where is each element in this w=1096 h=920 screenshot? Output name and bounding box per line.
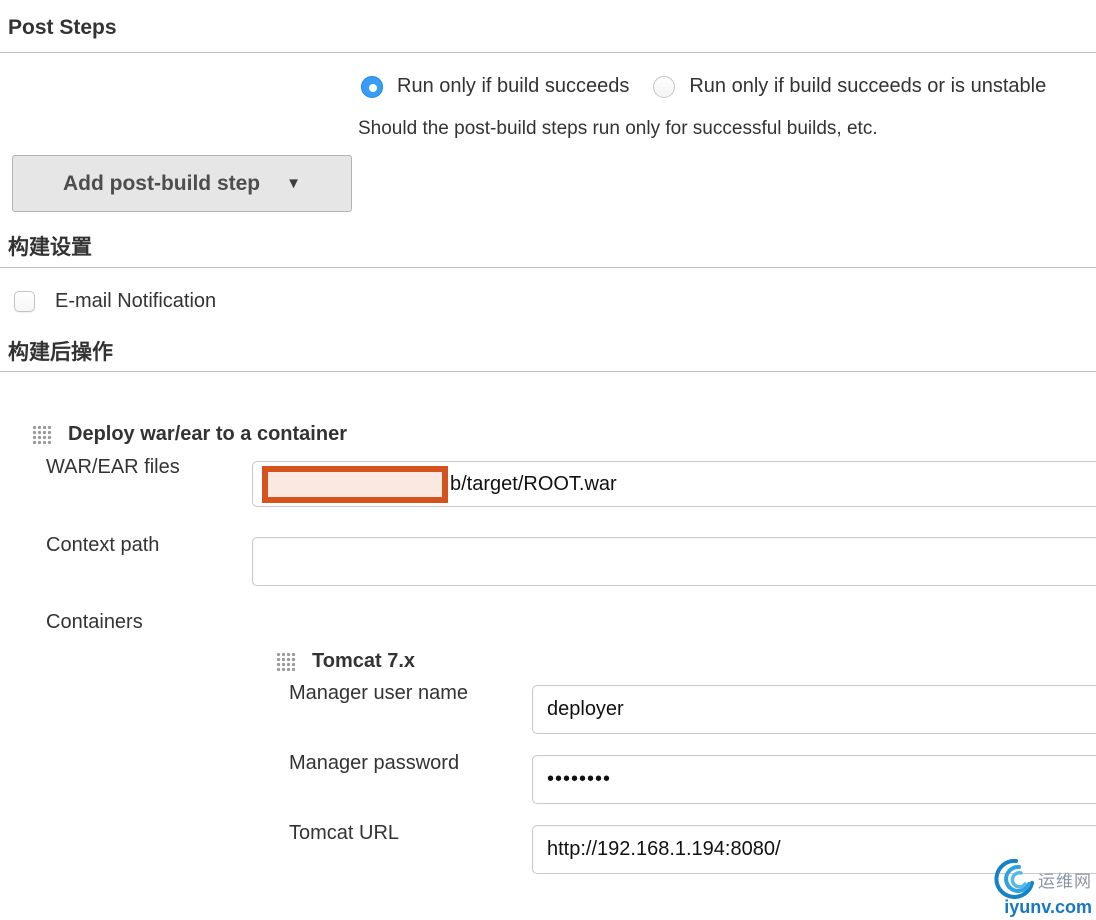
radio-label: Run only if build succeeds or is unstabl… <box>689 75 1047 97</box>
drag-handle-icon[interactable] <box>32 425 52 444</box>
war-ear-files-label: WAR/EAR files <box>46 456 180 478</box>
manager-password-label: Manager password <box>289 752 460 774</box>
containers-label: Containers <box>46 611 143 633</box>
section-divider <box>0 371 1096 372</box>
radio-label: Run only if build succeeds <box>397 75 630 97</box>
war-ear-files-input[interactable]: b/target/ROOT.war <box>252 461 1096 507</box>
redaction-box <box>262 465 448 503</box>
build-settings-heading: 构建设置 <box>8 236 92 259</box>
section-divider <box>0 267 1096 268</box>
add-post-build-step-label: Add post-build step <box>62 171 261 195</box>
drag-handle-icon[interactable] <box>276 652 296 671</box>
radio-run-only-if-build-succeeds-or-unstable[interactable] <box>653 75 676 98</box>
tomcat-block-title: Tomcat 7.x <box>312 650 415 672</box>
email-notification-label: E-mail Notification <box>55 290 217 312</box>
deploy-block-header: Deploy war/ear to a container <box>32 423 347 446</box>
section-divider <box>0 52 1096 53</box>
post-steps-heading: Post Steps <box>8 16 117 39</box>
tomcat-block-header: Tomcat 7.x <box>276 650 415 673</box>
manager-password-input[interactable] <box>532 755 1096 804</box>
manager-user-name-input[interactable] <box>532 685 1096 734</box>
post-steps-run-condition-group: Run only if build succeeds Run only if b… <box>361 75 1046 98</box>
tomcat-url-label: Tomcat URL <box>289 822 400 844</box>
iyunv-logo-icon <box>994 858 1034 899</box>
post-steps-help-text: Should the post-build steps run only for… <box>358 118 878 139</box>
iyunv-watermark: 运维网 iyunv.com <box>986 857 1092 918</box>
caret-down-icon: ▼ <box>286 175 301 192</box>
watermark-site-name: 运维网 <box>1038 871 1092 891</box>
email-notification-row: E-mail Notification <box>14 290 216 313</box>
add-post-build-step-button[interactable]: Add post-build step ▼ <box>12 155 352 212</box>
email-notification-checkbox[interactable] <box>14 291 35 312</box>
context-path-label: Context path <box>46 534 160 556</box>
deploy-block-title: Deploy war/ear to a container <box>68 423 347 445</box>
war-ear-files-value: b/target/ROOT.war <box>450 472 617 495</box>
post-build-actions-heading: 构建后操作 <box>8 341 113 364</box>
radio-run-only-if-build-succeeds[interactable] <box>361 75 383 98</box>
context-path-input[interactable] <box>252 537 1096 586</box>
manager-user-name-label: Manager user name <box>289 682 468 704</box>
watermark-site-domain: iyunv.com <box>1004 897 1092 917</box>
tomcat-url-input[interactable] <box>532 825 1096 874</box>
